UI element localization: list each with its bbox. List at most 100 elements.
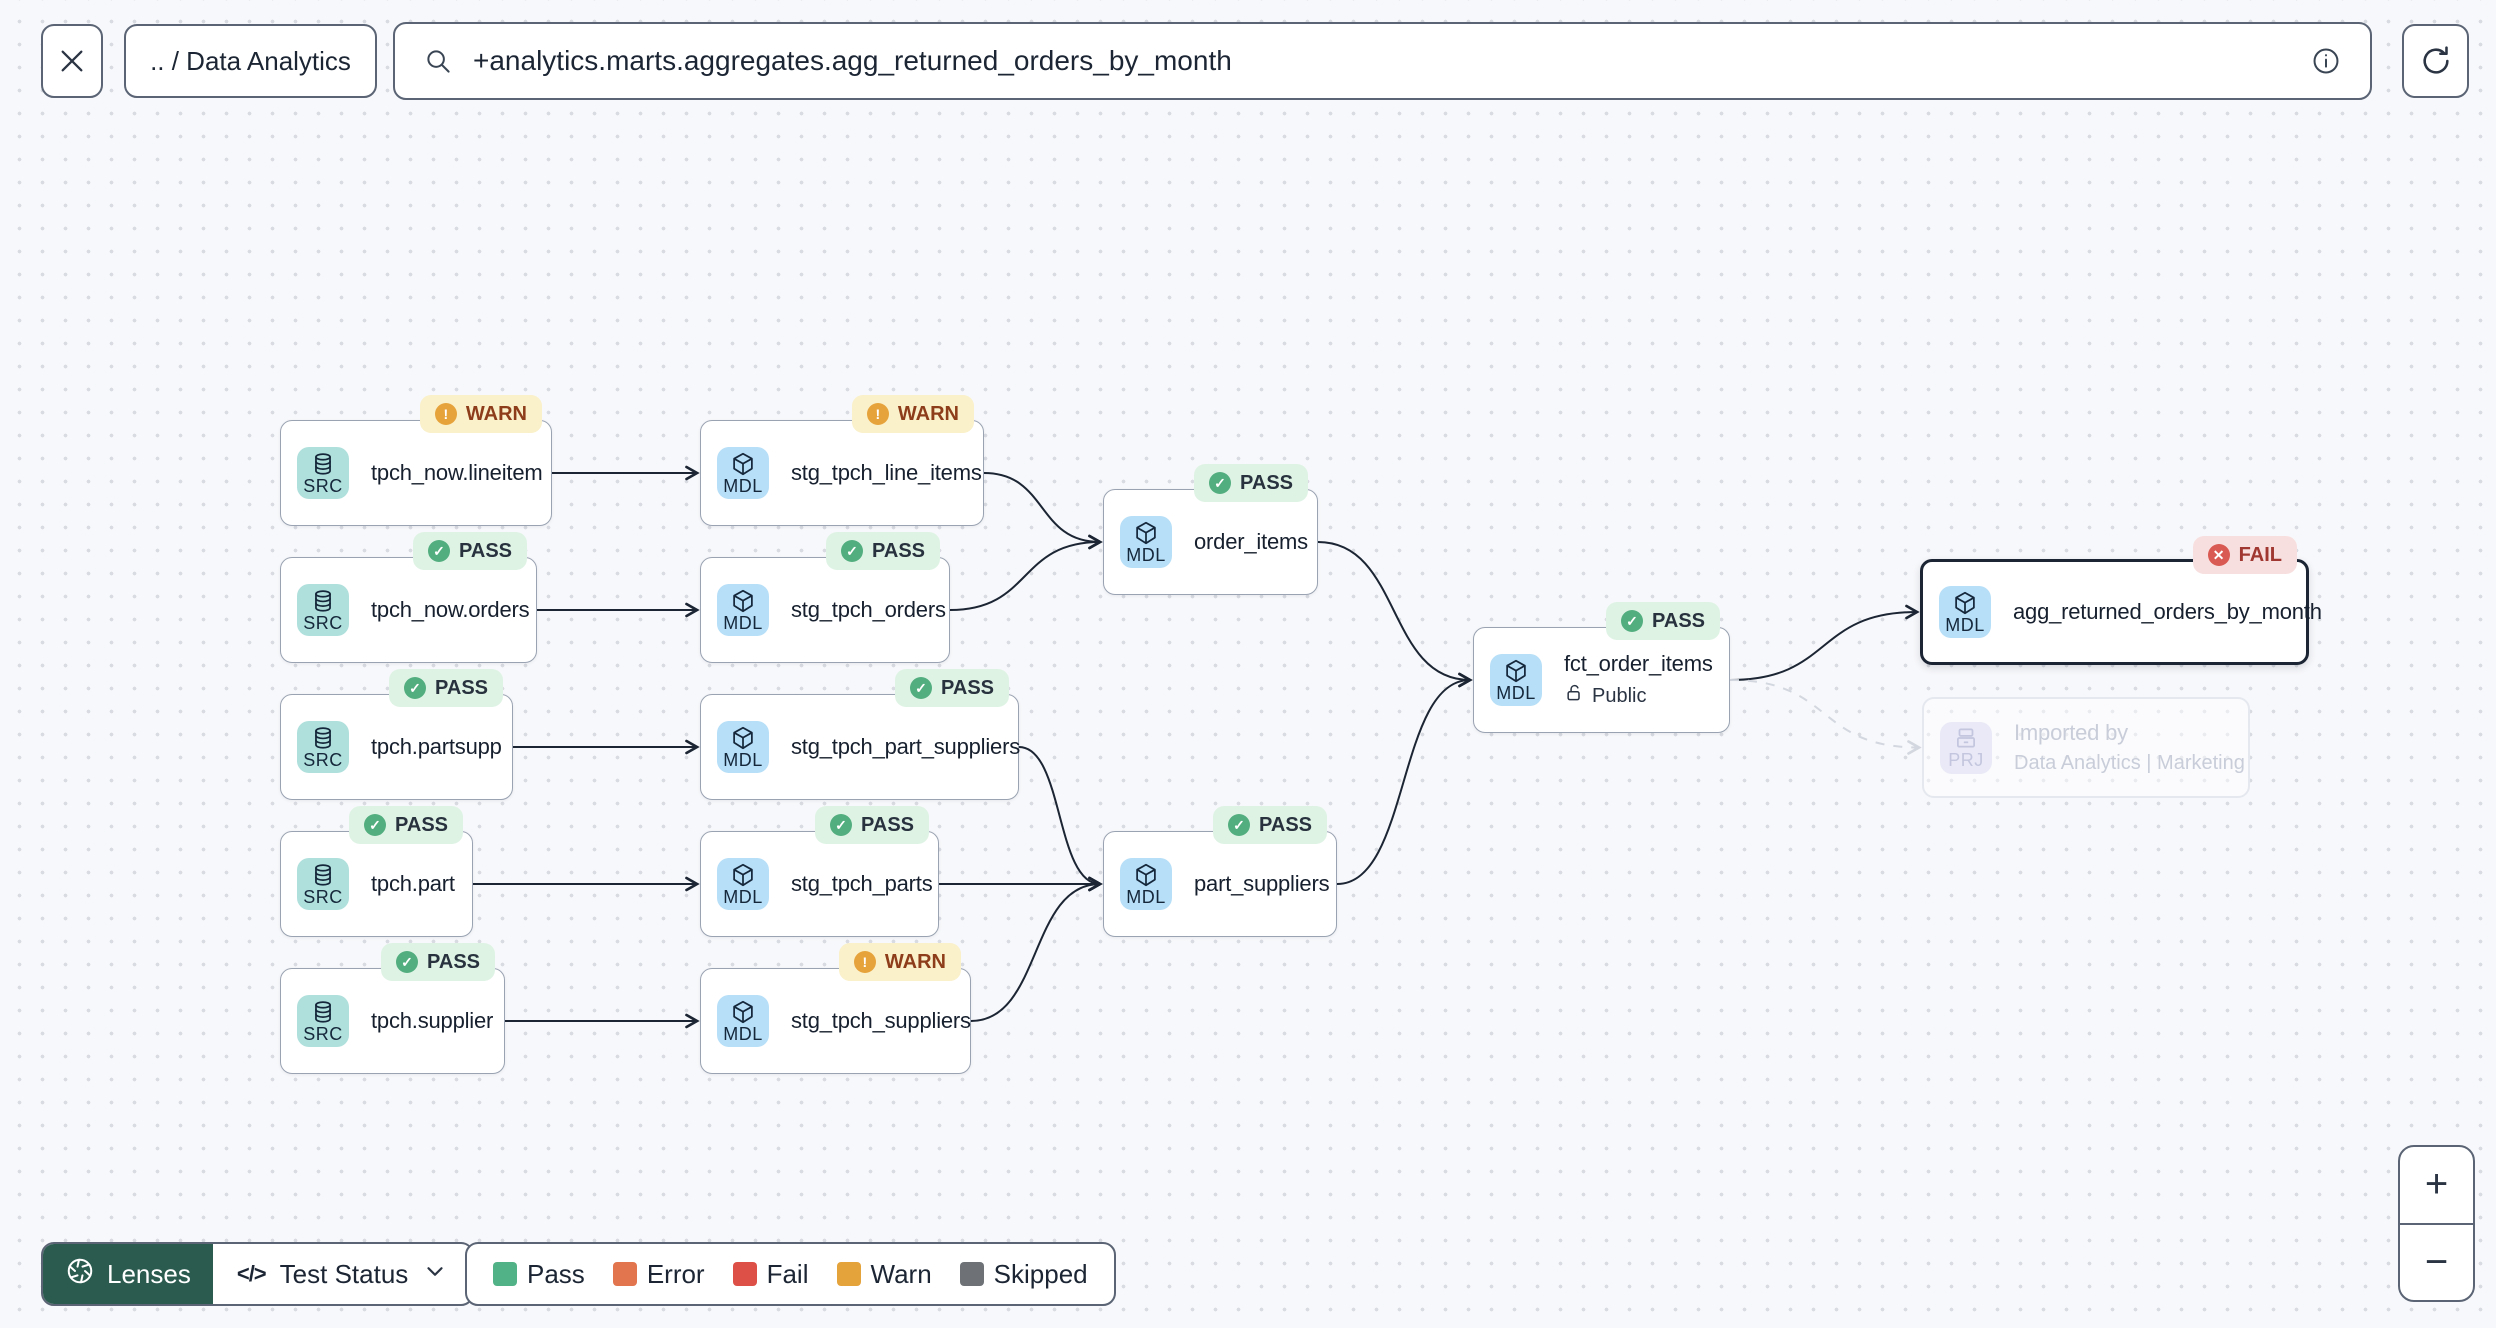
node-title: order_items (1194, 529, 1308, 554)
badge-pass-icon: ✓ (1209, 472, 1232, 494)
lineage-node-tpch_supplier[interactable]: SRC tpch.supplier ✓PASS (280, 943, 505, 1074)
badge-pass-icon: ✓ (841, 540, 864, 562)
lineage-node-tpch_now_lineitem[interactable]: SRC tpch_now.lineitem !WARN (280, 395, 552, 526)
info-icon[interactable] (2310, 45, 2342, 77)
test-status-badge-pass: ✓PASS (815, 806, 929, 844)
breadcrumb-label: .. / Data Analytics (150, 45, 351, 76)
database-chip-icon: SRC (297, 447, 349, 499)
lenses-button[interactable]: Lenses (43, 1244, 213, 1304)
refresh-button[interactable] (2402, 24, 2469, 98)
legend-item-warn: Warn (836, 1259, 932, 1290)
badge-warn-icon: ! (434, 403, 457, 425)
breadcrumb[interactable]: .. / Data Analytics (124, 24, 377, 98)
badge-warn-icon: ! (866, 403, 889, 425)
node-sublabel: Public (1564, 683, 1713, 709)
database-chip-icon: SRC (297, 584, 349, 636)
database-chip-icon: SRC (297, 995, 349, 1047)
node-title: tpch_now.orders (371, 597, 530, 622)
edge-order_items-to-fct_order_items (1317, 541, 1473, 688)
edge-stg_tpch_suppliers-to-part_suppliers (970, 876, 1103, 1022)
lineage-node-stg_tpch_suppliers[interactable]: MDL stg_tpch_suppliers !WARN (700, 943, 971, 1074)
badge-pass-icon: ✓ (364, 814, 387, 836)
cube-chip-icon: MDL (717, 995, 769, 1047)
test-status-badge-pass: ✓PASS (413, 532, 527, 570)
test-status-badge-pass: ✓PASS (349, 806, 463, 844)
lineage-node-order_items[interactable]: MDL order_items ✓PASS (1103, 464, 1318, 595)
zoom-in-button[interactable]: + (2400, 1147, 2473, 1225)
lineage-node-part_suppliers[interactable]: MDL part_suppliers ✓PASS (1103, 806, 1337, 937)
legend-item-error: Error (612, 1259, 705, 1290)
legend-item-skipped: Skipped (959, 1259, 1088, 1290)
close-icon (56, 45, 88, 77)
lineage-node-stg_tpch_part_suppliers[interactable]: MDL stg_tpch_part_suppliers ✓PASS (700, 669, 1020, 800)
legend-swatch-fail (732, 1262, 757, 1286)
test-status-badge-pass: ✓PASS (826, 532, 940, 570)
node-title: stg_tpch_suppliers (791, 1008, 971, 1033)
cube-chip-icon: MDL (717, 858, 769, 910)
lineage-node-agg_returned_orders_by_month[interactable]: MDL agg_returned_orders_by_month ✕FAIL (1920, 536, 2322, 665)
archive-chip-icon: PRJ (1940, 721, 1992, 774)
cube-chip-icon: MDL (717, 584, 769, 636)
lineage-node-stg_tpch_parts[interactable]: MDL stg_tpch_parts ✓PASS (700, 806, 939, 937)
test-status-badge-warn: !WARN (838, 943, 961, 981)
badge-pass-icon: ✓ (428, 540, 451, 562)
node-title: agg_returned_orders_by_month (2013, 599, 2322, 624)
node-title: tpch.supplier (371, 1008, 494, 1033)
lineage-node-tpch_part[interactable]: SRC tpch.part ✓PASS (280, 806, 473, 937)
aperture-icon (65, 1256, 95, 1293)
node-title: tpch.part (371, 871, 455, 896)
close-button[interactable] (41, 24, 103, 98)
zoom-control: + − (2398, 1145, 2475, 1302)
cube-chip-icon: MDL (1120, 858, 1172, 910)
edge-part_suppliers-to-fct_order_items (1336, 672, 1473, 885)
lens-selector[interactable]: </> Test Status (213, 1244, 472, 1304)
test-status-badge-pass: ✓PASS (1213, 806, 1327, 844)
cube-chip-icon: MDL (717, 721, 769, 773)
database-chip-icon: SRC (297, 858, 349, 910)
test-status-badge-pass: ✓PASS (1606, 602, 1720, 640)
test-status-badge-pass: ✓PASS (895, 669, 1009, 707)
cube-chip-icon: MDL (1939, 586, 1991, 638)
lineage-node-tpch_now_orders[interactable]: SRC tpch_now.orders ✓PASS (280, 532, 537, 663)
badge-pass-icon: ✓ (1228, 814, 1251, 836)
lens-selector-label: Test Status (279, 1258, 409, 1289)
lenses-label: Lenses (107, 1258, 191, 1289)
legend-item-pass: Pass (493, 1259, 585, 1290)
test-status-badge-pass: ✓PASS (381, 943, 495, 981)
node-title: part_suppliers (1194, 871, 1330, 896)
edge-stg_tpch_part_suppliers-to-part_suppliers (1018, 746, 1103, 892)
legend-swatch-warn (836, 1262, 861, 1286)
edge-stg_tpch_orders-to-order_items (949, 534, 1103, 611)
cube-chip-icon: MDL (717, 447, 769, 499)
badge-warn-icon: ! (853, 951, 876, 973)
badge-pass-icon: ✓ (830, 814, 853, 836)
chevron-down-icon (422, 1258, 448, 1291)
node-title: fct_order_items (1564, 651, 1713, 676)
edge-fct_order_items-to-agg_returned_orders_by_month (1729, 604, 1920, 681)
lineage-node-stg_tpch_line_items[interactable]: MDL stg_tpch_line_items !WARN (700, 395, 984, 526)
test-status-legend: Pass Error Fail Warn Skipped (465, 1242, 1116, 1306)
legend-item-fail: Fail (732, 1259, 809, 1290)
lineage-node-tpch_partsupp[interactable]: SRC tpch.partsupp ✓PASS (280, 669, 513, 800)
node-title: stg_tpch_orders (791, 597, 946, 622)
lineage-node-stg_tpch_orders[interactable]: MDL stg_tpch_orders ✓PASS (700, 532, 950, 663)
legend-swatch-error (612, 1262, 637, 1286)
test-status-badge-pass: ✓PASS (389, 669, 503, 707)
search-bar[interactable] (393, 22, 2372, 100)
legend-swatch-pass (493, 1262, 517, 1286)
zoom-out-button[interactable]: − (2424, 1239, 2449, 1284)
node-title: Imported by (2014, 720, 2128, 745)
badge-pass-icon: ✓ (404, 677, 427, 699)
code-icon: </> (236, 1261, 267, 1286)
legend-swatch-skipped (959, 1262, 984, 1286)
node-title: stg_tpch_part_suppliers (791, 734, 1020, 759)
node-title: stg_tpch_parts (791, 871, 933, 896)
test-status-badge-warn: !WARN (419, 395, 542, 433)
cube-chip-icon: MDL (1490, 654, 1542, 706)
test-status-badge-warn: !WARN (851, 395, 974, 433)
search-input[interactable] (473, 45, 2290, 77)
node-title: tpch.partsupp (371, 734, 502, 759)
